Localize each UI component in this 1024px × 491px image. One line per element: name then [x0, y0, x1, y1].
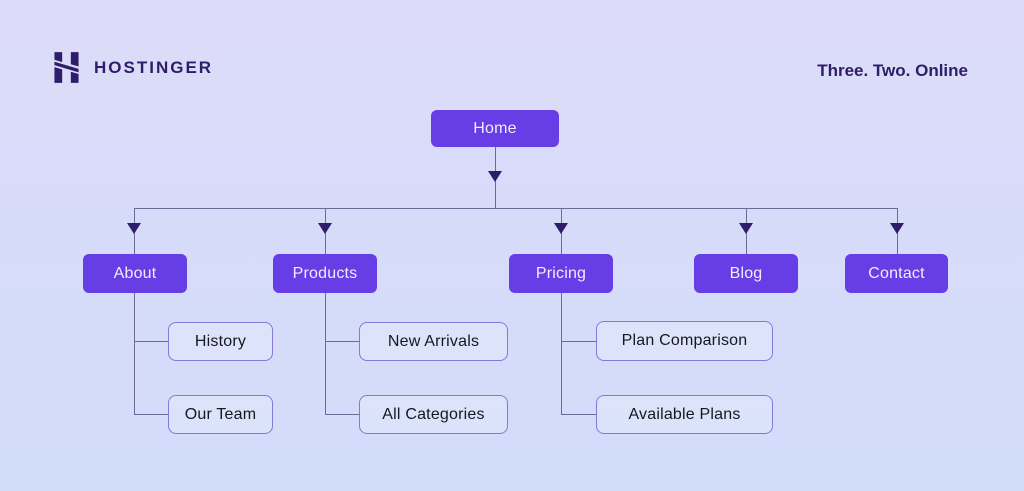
arrowhead-icon: [488, 171, 502, 182]
connector-trunk-about: [134, 293, 135, 414]
arrowhead-icon: [127, 223, 141, 234]
connector-trunk-products: [325, 293, 326, 414]
connector-trunk-pricing: [561, 293, 562, 414]
node-pricing[interactable]: Pricing: [509, 254, 613, 293]
node-all-categories[interactable]: All Categories: [359, 395, 508, 434]
brand-wordmark: HOSTINGER: [94, 57, 214, 77]
connector-stub-all-categories: [325, 414, 359, 415]
arrowhead-icon: [890, 223, 904, 234]
node-available-plans[interactable]: Available Plans: [596, 395, 773, 434]
connector-stub-history: [134, 341, 168, 342]
arrowhead-icon: [554, 223, 568, 234]
node-blog[interactable]: Blog: [694, 254, 798, 293]
node-our-team[interactable]: Our Team: [168, 395, 273, 434]
node-history[interactable]: History: [168, 322, 273, 361]
node-plan-comparison[interactable]: Plan Comparison: [596, 321, 773, 361]
connector-stub-our-team: [134, 414, 168, 415]
hostinger-h-logo-icon: [54, 52, 79, 83]
connector-rail: [134, 208, 898, 209]
connector-stub-available-plans: [561, 414, 596, 415]
node-home[interactable]: Home: [431, 110, 559, 147]
connector-stub-new-arrivals: [325, 341, 359, 342]
connector-stub-plan-comparison: [561, 341, 596, 342]
header: HOSTINGER: [53, 52, 213, 83]
arrowhead-icon: [318, 223, 332, 234]
arrowhead-icon: [739, 223, 753, 234]
node-new-arrivals[interactable]: New Arrivals: [359, 322, 508, 361]
node-about[interactable]: About: [83, 254, 187, 293]
header-tagline: Three. Two. Online: [817, 61, 968, 80]
node-contact[interactable]: Contact: [845, 254, 948, 293]
node-products[interactable]: Products: [273, 254, 377, 293]
